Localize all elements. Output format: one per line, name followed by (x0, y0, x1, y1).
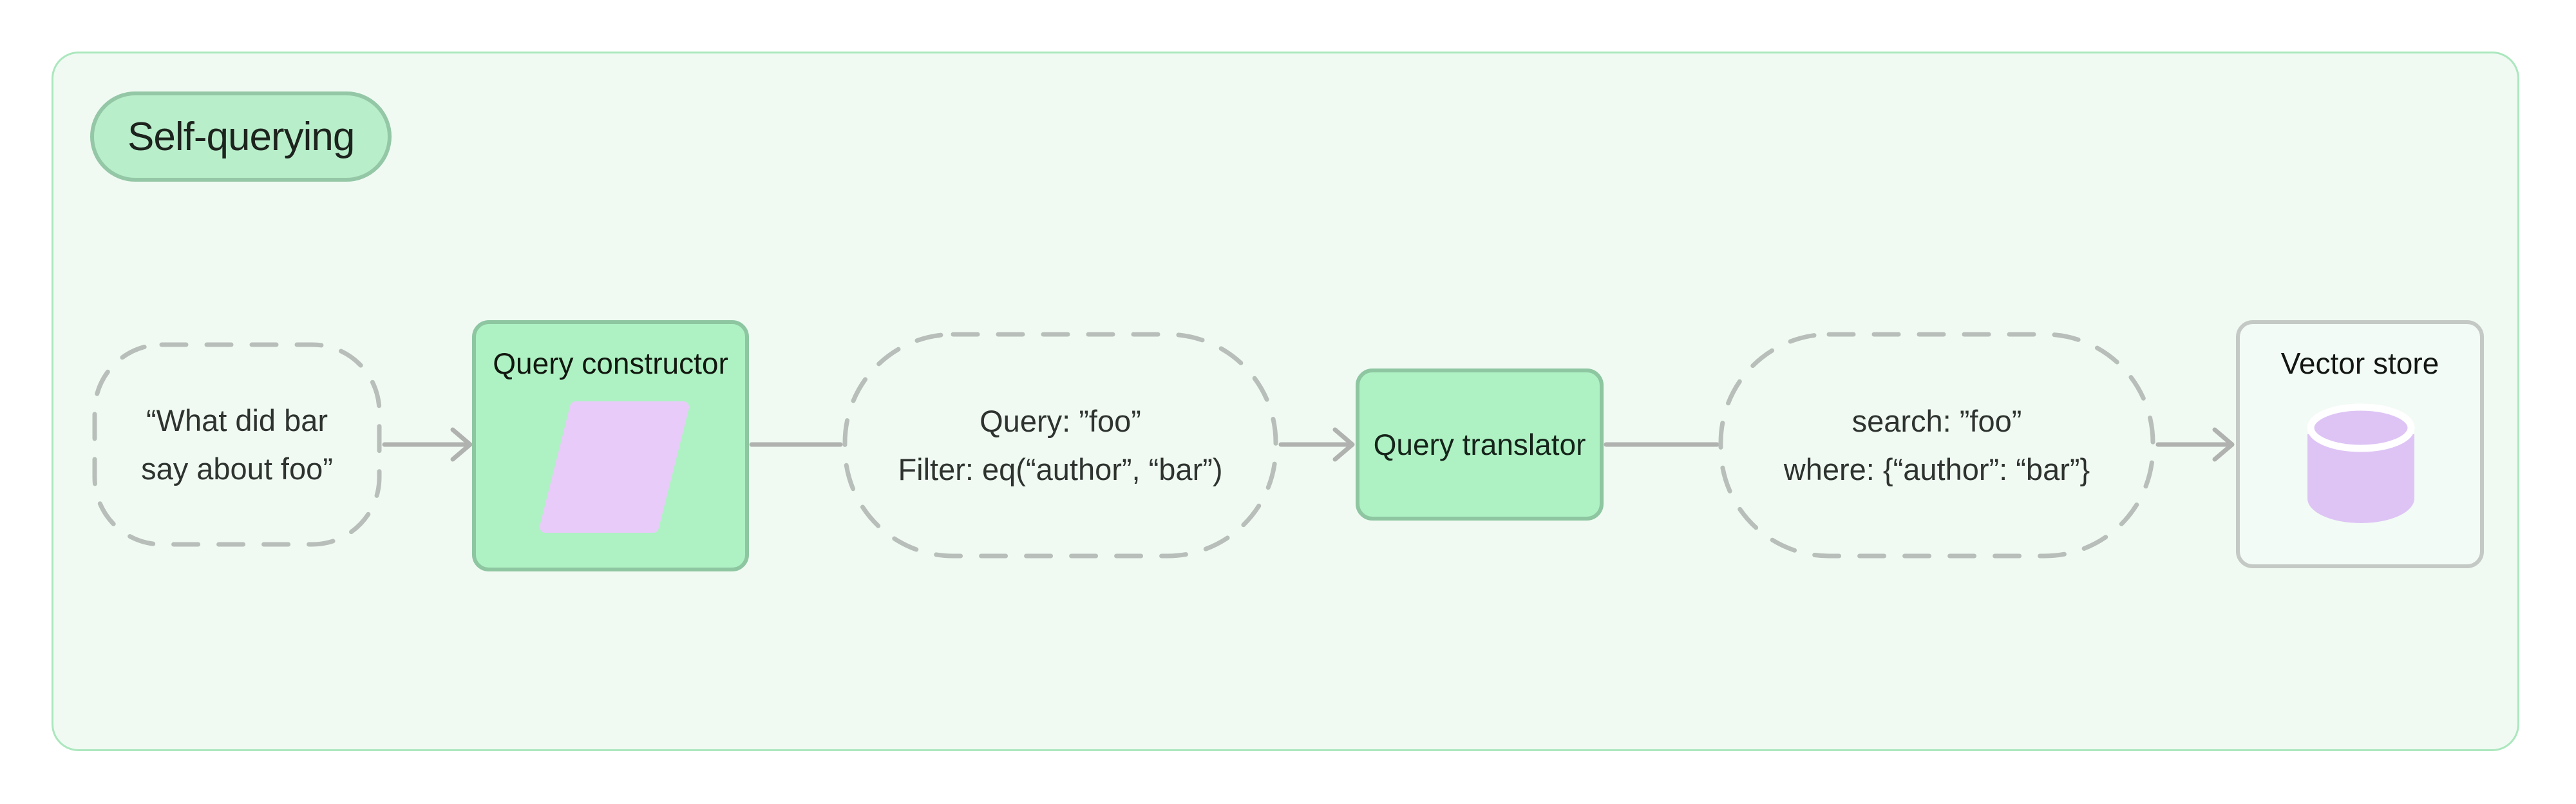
arrow-translated-to-vector-store (2155, 427, 2235, 462)
arrow-user-question-to-constructor (382, 427, 473, 462)
dashed-border (92, 342, 382, 547)
query-constructor-label: Query constructor (493, 347, 728, 380)
text-line: where: {“author”: “bar”} (1783, 452, 2090, 486)
dashed-border (1718, 332, 2155, 559)
node-constructed-query-text: Query: ”foo” Filter: eq(“author”, “bar”) (842, 332, 1278, 559)
node-constructed-query: Query: ”foo” Filter: eq(“author”, “bar”) (842, 332, 1278, 559)
node-vector-store: Vector store (2236, 320, 2484, 568)
text-line: “What did bar (146, 403, 328, 437)
node-user-question: “What did bar say about foo” (92, 342, 382, 547)
diagram-title: Self-querying (128, 114, 355, 159)
arrow-query-to-translator (1278, 427, 1355, 462)
text-line: say about foo” (141, 452, 333, 486)
node-user-question-text: “What did bar say about foo” (92, 342, 382, 547)
node-query-constructor: Query constructor (472, 320, 749, 571)
query-translator-label: Query translator (1373, 428, 1586, 461)
line-constructor-to-query (749, 442, 843, 447)
node-translated-query-text: search: ”foo” where: {“author”: “bar”} (1718, 332, 2155, 559)
vector-store-label: Vector store (2280, 347, 2439, 380)
parallelogram-icon (538, 401, 690, 536)
text-line: Filter: eq(“author”, “bar”) (898, 452, 1223, 486)
title-pill: Self-querying (90, 91, 392, 182)
text-line: search: ”foo” (1852, 404, 2022, 438)
database-icon (2304, 401, 2418, 533)
node-translated-query: search: ”foo” where: {“author”: “bar”} (1718, 332, 2155, 559)
line-translator-to-translated (1604, 442, 1719, 447)
diagram-container (52, 52, 2519, 751)
text-line: Query: ”foo” (980, 404, 1141, 438)
node-query-translator: Query translator (1356, 368, 1604, 521)
dashed-border (842, 332, 1278, 559)
